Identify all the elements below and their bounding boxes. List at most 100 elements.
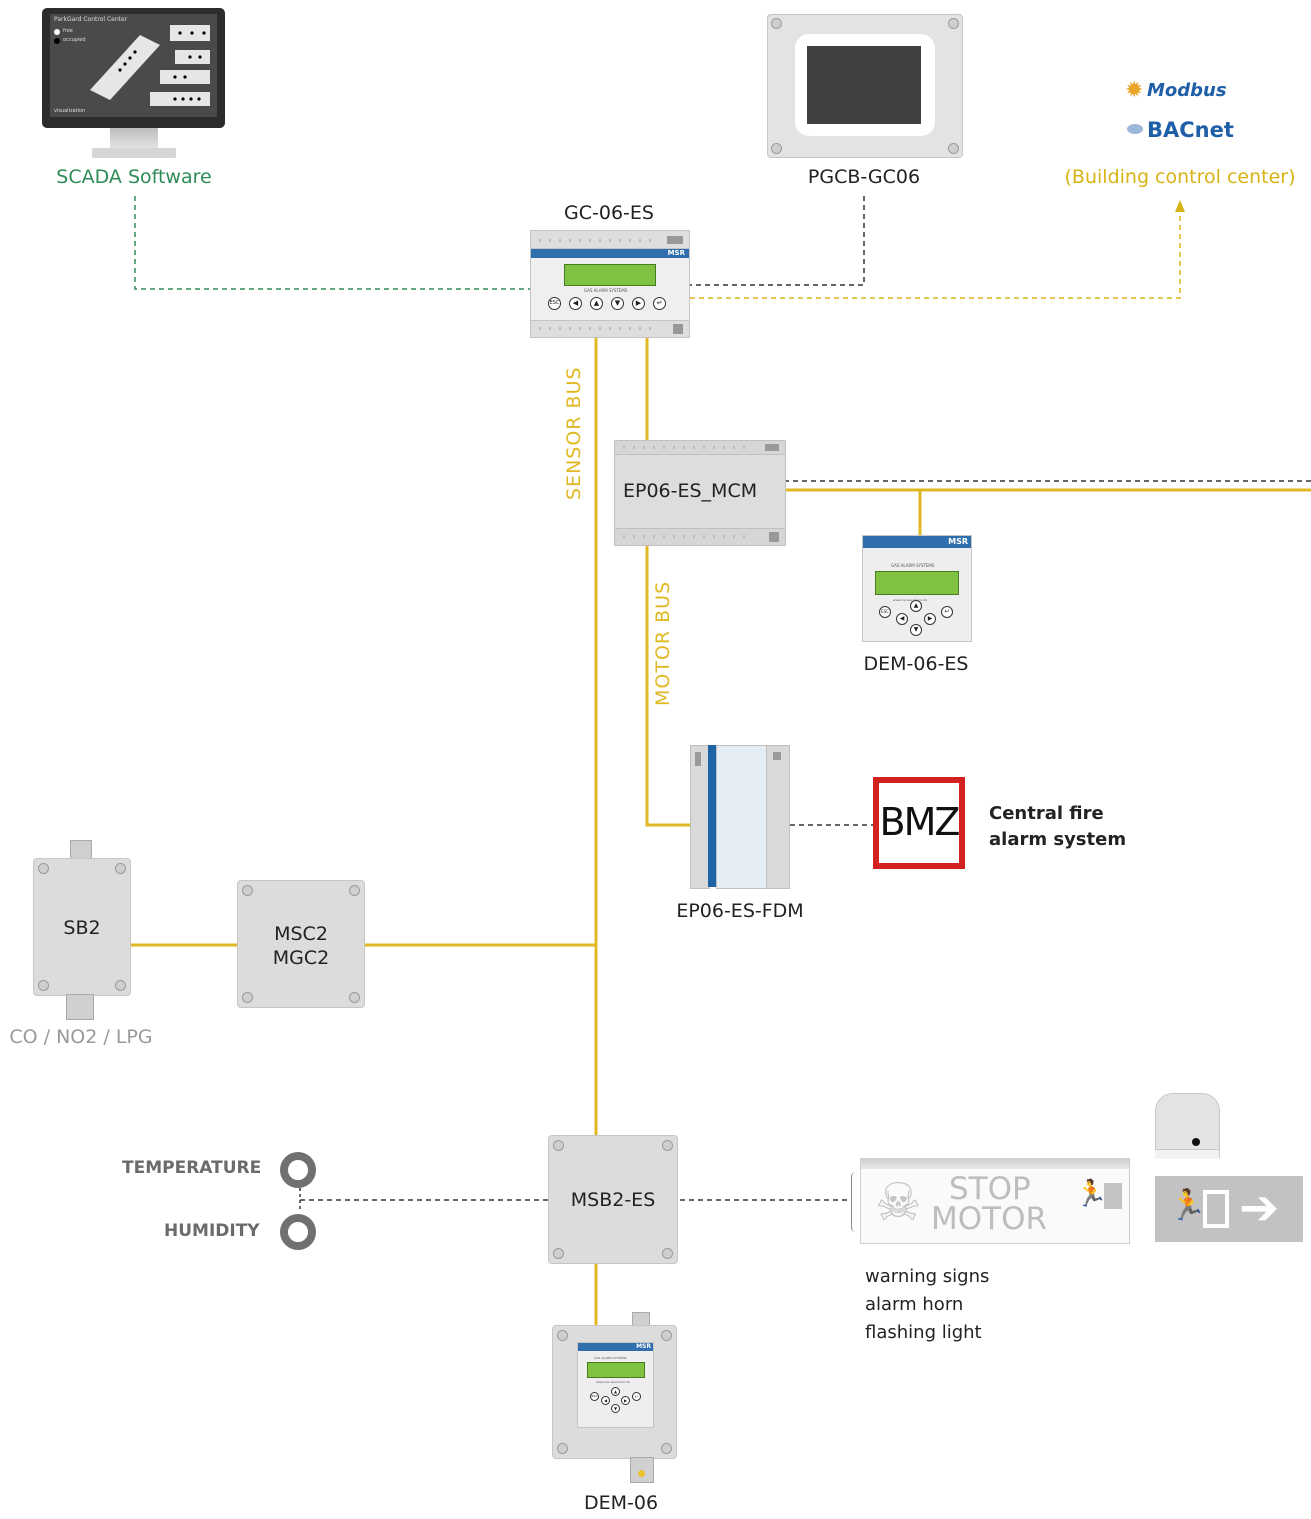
dem06-brand: MSR xyxy=(636,1343,651,1350)
sign-wire xyxy=(851,1172,860,1232)
dem06-esc-button[interactable]: ESC xyxy=(590,1392,599,1401)
bmz-label-line1: Central fire xyxy=(989,803,1104,824)
bmz-logo-text: BMZ xyxy=(879,800,961,844)
stop-text: STOP xyxy=(949,1171,1031,1207)
pgcb-dashed-line xyxy=(690,196,865,286)
gc06-panel-text: GAS ALARM SYSTEMS xyxy=(584,288,628,293)
output-flashing-light: flashing light xyxy=(865,1322,982,1343)
dem06es-left-button[interactable]: ◀ xyxy=(896,613,908,625)
dem06-device: MSR GAS ALARM SYSTEMS www.msr-electronic… xyxy=(552,1325,677,1459)
exit-sign-icon: 🏃 ➔ xyxy=(1155,1176,1303,1242)
dem06-up-button[interactable]: ▲ xyxy=(611,1387,620,1396)
scada-label: SCADA Software xyxy=(56,166,212,188)
temperature-sensor-icon xyxy=(280,1152,316,1188)
dem06-enter-button[interactable]: ↵ xyxy=(632,1392,641,1401)
gc06-top-rail xyxy=(530,230,690,250)
dem06es-label: DEM-06-ES xyxy=(863,653,969,675)
msc2-device: MSC2 MGC2 xyxy=(237,880,365,1008)
sb2-label: SB2 xyxy=(63,917,101,939)
dem06-down-button[interactable]: ▼ xyxy=(611,1404,620,1413)
dem06es-enter-button[interactable]: ↵ xyxy=(941,606,953,618)
scada-screen-title: ParkGard Control Center xyxy=(54,16,128,23)
dem06es-down-button[interactable]: ▼ xyxy=(910,624,922,636)
parking-map xyxy=(90,25,210,106)
msc2-label: MSC2 xyxy=(274,923,328,945)
dem06-panel: MSR GAS ALARM SYSTEMS www.msr-electronic… xyxy=(577,1342,654,1428)
bms-label: (Building control center) xyxy=(1064,166,1296,188)
free-dot-icon xyxy=(54,29,60,35)
dem06es-panel-text: GAS ALARM SYSTEMS xyxy=(891,563,935,568)
gc06-body: MSR GAS ALARM SYSTEMS ESC ◀ ▲ ▼ ▶ ↵ xyxy=(530,248,690,322)
dem06-lcd xyxy=(587,1362,645,1378)
stop-motor-sign: ☠ STOP MOTOR 🏃 xyxy=(860,1158,1130,1244)
dem06es-device: MSR GAS ALARM SYSTEMS www.msr-electronic… xyxy=(862,535,972,642)
gc06-bottom-rail xyxy=(530,320,690,338)
gc06-device: MSR GAS ALARM SYSTEMS ESC ◀ ▲ ▼ ▶ ↵ xyxy=(530,230,690,338)
sb2-device: SB2 xyxy=(33,858,131,996)
up-arrow-button[interactable]: ▲ xyxy=(590,297,603,310)
enter-button[interactable]: ↵ xyxy=(653,297,666,310)
dem06es-right-button[interactable]: ▶ xyxy=(924,613,936,625)
ep06fdm-device xyxy=(690,745,790,889)
output-warning-signs: warning signs xyxy=(865,1266,990,1287)
ep06mcm-label: EP06-ES_MCM xyxy=(623,480,758,502)
monitor-base xyxy=(92,148,176,158)
dem06es-brand: MSR xyxy=(948,537,968,546)
bacnet-text: BACnet xyxy=(1147,118,1234,142)
humidity-label: HUMIDITY xyxy=(164,1221,260,1241)
pgcb-screen xyxy=(807,46,921,124)
ep06fdm-label: EP06-ES-FDM xyxy=(676,900,804,922)
bmz-logo: BMZ xyxy=(873,777,965,869)
flashing-light-icon xyxy=(1155,1093,1220,1159)
sb2-sublabel: CO / NO2 / LPG xyxy=(9,1026,153,1048)
scada-screen: ParkGard Control Center free occupied vi… xyxy=(50,14,217,117)
dem06-label: DEM-06 xyxy=(583,1492,659,1514)
pgcb-panel xyxy=(767,14,963,158)
right-arrow-button[interactable]: ▶ xyxy=(632,297,645,310)
occupied-dot-icon xyxy=(54,38,60,44)
dem06-url: www.msr-electronic.de xyxy=(596,1380,631,1384)
pgcb-screen-frame xyxy=(795,34,935,136)
msb2-label: MSB2-ES xyxy=(570,1189,656,1211)
output-alarm-horn: alarm horn xyxy=(865,1294,964,1315)
monitor-bezel: ParkGard Control Center free occupied vi… xyxy=(42,8,225,128)
modbus-icon: ✹ xyxy=(1125,78,1144,103)
ep06mcm-device: EP06-ES_MCM xyxy=(614,440,786,546)
dem06-left-button[interactable]: ◀ xyxy=(601,1396,610,1405)
motor-text: MOTOR xyxy=(931,1201,1048,1237)
exit-door-icon xyxy=(1104,1183,1122,1209)
exit-arrow-icon: ➔ xyxy=(1239,1180,1280,1236)
monitor-stand xyxy=(110,128,158,150)
dem06-sensor-head xyxy=(630,1457,654,1483)
motor-bus-label: MOTOR BUS xyxy=(652,580,674,706)
sensor-bus-label: SENSOR BUS xyxy=(563,366,585,500)
bacnet-icon xyxy=(1127,124,1143,134)
scada-dashed-line xyxy=(134,196,530,290)
legend-occupied: occupied xyxy=(63,37,86,43)
exit-sign-runner-icon: 🏃 xyxy=(1169,1188,1207,1223)
bacnet-logo: BACnet xyxy=(1127,118,1257,148)
exit-running-man-icon: 🏃 xyxy=(1075,1179,1108,1209)
dem06es-lcd xyxy=(875,571,959,595)
pgcb-label: PGCB-GC06 xyxy=(807,166,921,188)
msb2-device: MSB2-ES xyxy=(548,1135,678,1264)
skull-crossbones-icon: ☠ xyxy=(875,1173,922,1233)
scada-screen-footer: visualization xyxy=(54,108,86,114)
dem06es-up-button[interactable]: ▲ xyxy=(910,600,922,612)
bmz-label-line2: alarm system xyxy=(989,829,1127,850)
dem06es-esc-button[interactable]: ESC xyxy=(879,606,891,618)
temperature-label: TEMPERATURE xyxy=(122,1158,262,1178)
legend-free: free xyxy=(63,28,73,34)
dem06-right-button[interactable]: ▶ xyxy=(621,1396,630,1405)
motor-bus-line xyxy=(645,545,690,827)
left-arrow-button[interactable]: ◀ xyxy=(569,297,582,310)
modbus-logo: ✹ Modbus xyxy=(1125,76,1255,106)
scada-monitor: ParkGard Control Center free occupied vi… xyxy=(42,8,225,163)
esc-button[interactable]: ESC xyxy=(548,297,561,310)
sb2-cable-gland-top xyxy=(70,840,92,860)
bms-arrow xyxy=(1175,200,1185,212)
modbus-text: Modbus xyxy=(1147,80,1227,101)
gc06-label: GC-06-ES xyxy=(564,202,654,224)
down-arrow-button[interactable]: ▼ xyxy=(611,297,624,310)
